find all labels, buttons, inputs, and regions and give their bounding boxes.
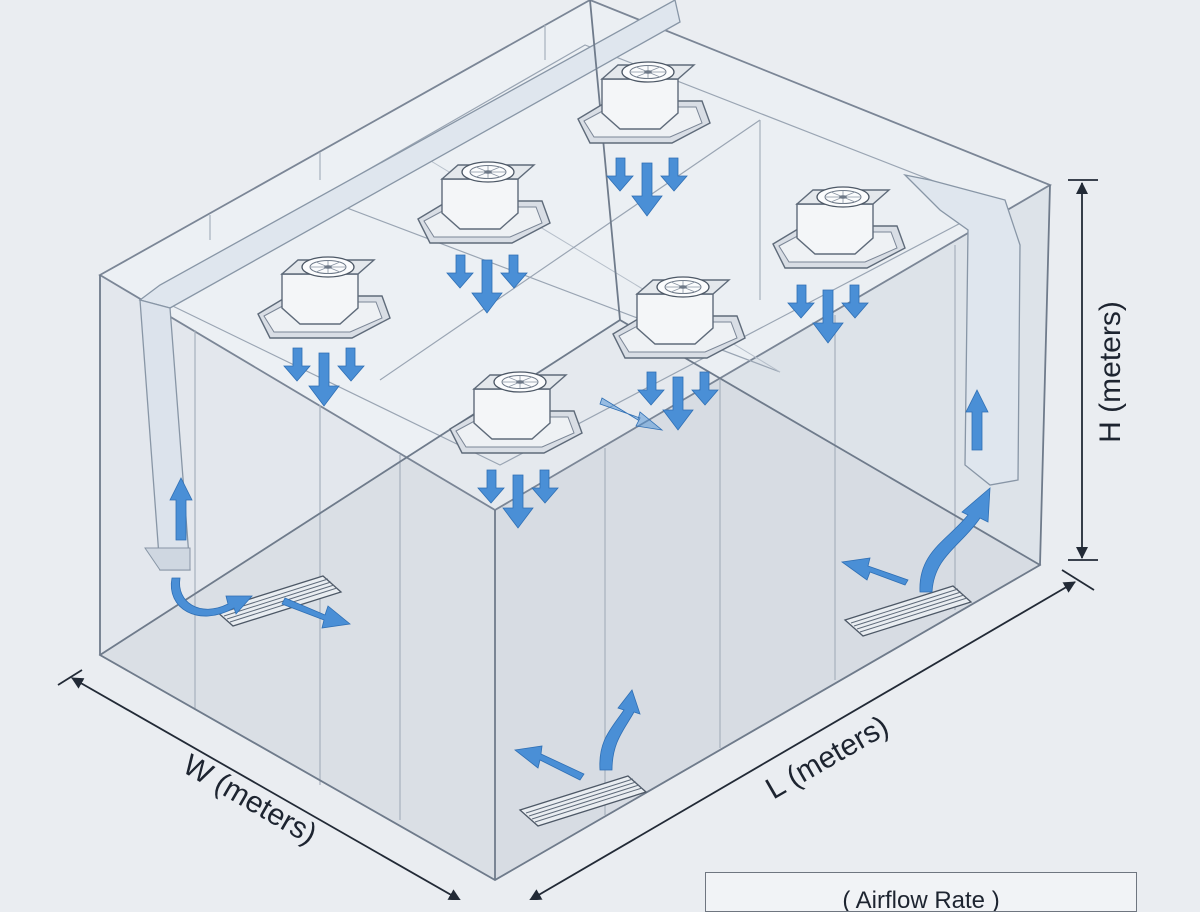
dimension-lines <box>57 179 1098 900</box>
airflow-rate-legend: ( Airflow Rate ) <box>705 872 1137 912</box>
length-dimension-line <box>529 581 1076 900</box>
width-dimension-line <box>71 677 461 900</box>
height-label: H (meters) <box>1094 301 1127 443</box>
ceiling-grid-line <box>379 119 761 381</box>
length-label: L (meters) <box>760 710 894 806</box>
